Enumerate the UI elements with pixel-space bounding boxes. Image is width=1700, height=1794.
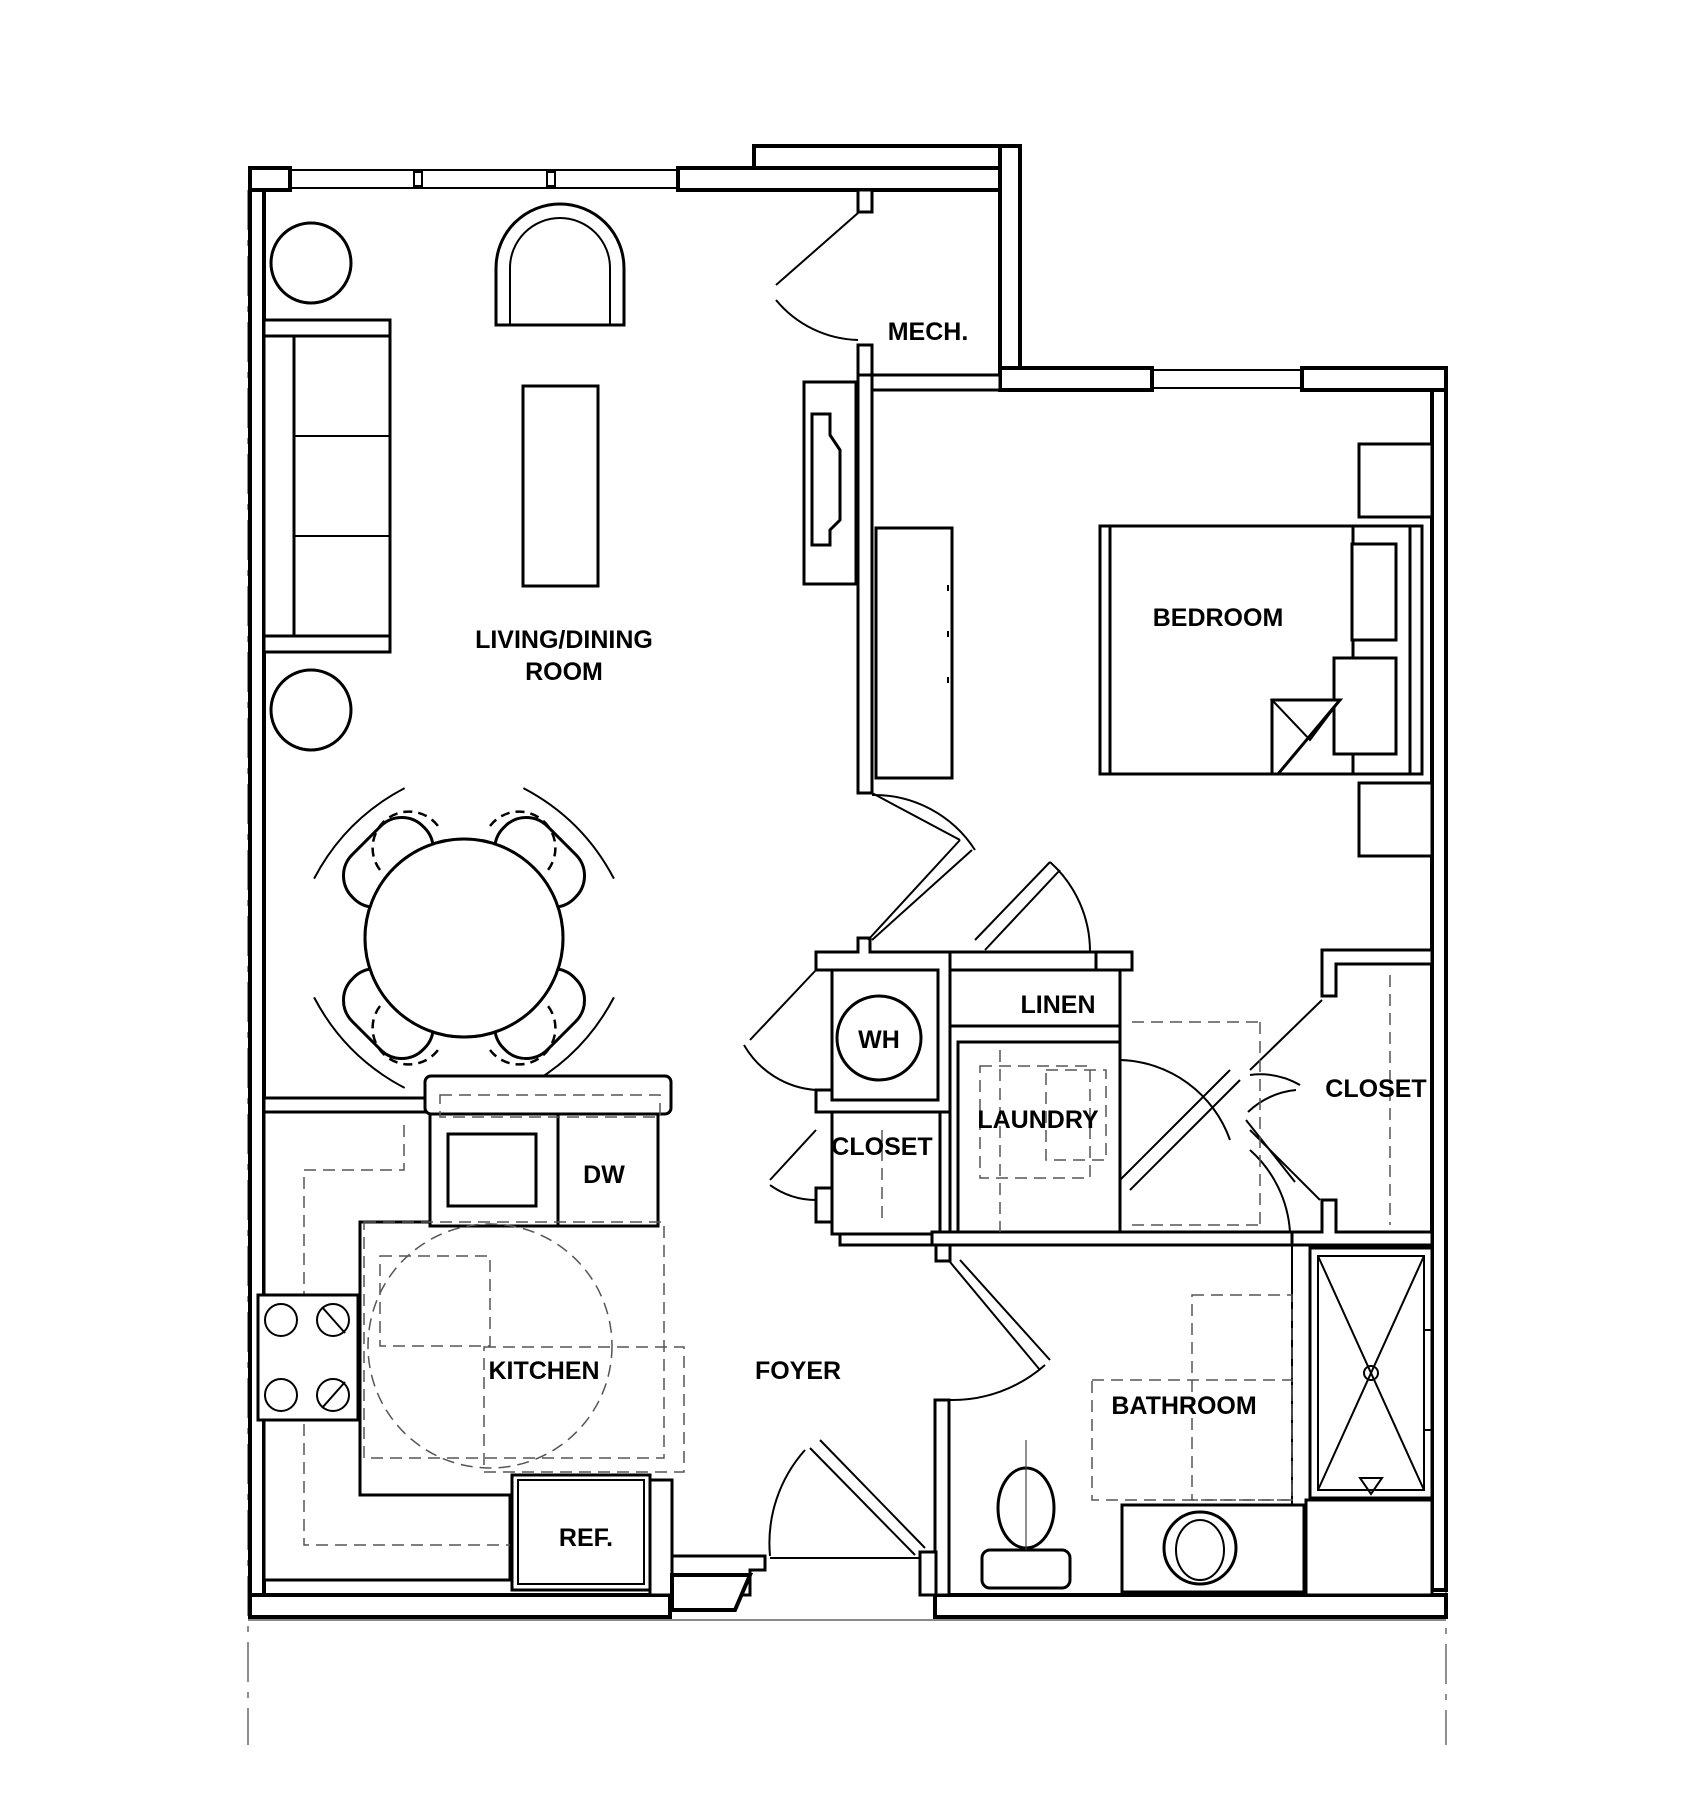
- dining-set: [313, 787, 615, 1089]
- turning-circle: [367, 1223, 613, 1469]
- water-heater: [835, 994, 923, 1082]
- label-linen: LINEN: [1021, 991, 1096, 1019]
- nightstand-top: [1357, 442, 1434, 519]
- label-wh: WH: [858, 1026, 900, 1054]
- laundry-internals: [835, 975, 1391, 1246]
- label-kitchen: KITCHEN: [488, 1357, 599, 1385]
- label-laundry: LAUNDRY: [977, 1106, 1099, 1134]
- label-dw: DW: [583, 1161, 625, 1189]
- living-furniture: [262, 202, 858, 1089]
- kitchen-fixtures: [256, 1074, 685, 1592]
- bedroom-furniture: [874, 442, 1434, 858]
- label-ref: REF.: [559, 1524, 613, 1552]
- label-closet-hall: CLOSET: [831, 1133, 932, 1161]
- dishwasher: [556, 1112, 660, 1228]
- shower: [1308, 1246, 1434, 1500]
- label-living-line2: ROOM: [525, 658, 603, 686]
- coffee-table: [521, 384, 600, 588]
- label-mech: MECH.: [888, 318, 969, 346]
- bedroom-window: [1152, 369, 1302, 389]
- room-labels: LIVING/DINING ROOM MECH. BEDROOM WH LINE…: [475, 318, 1427, 1552]
- sink: [446, 1132, 538, 1208]
- label-bathroom: BATHROOM: [1111, 1392, 1256, 1420]
- vanity: [1120, 1503, 1306, 1594]
- side-table-top: [269, 221, 353, 305]
- nightstand-bottom: [1357, 781, 1434, 858]
- toilet: [980, 1440, 1072, 1590]
- door-swings: [743, 212, 1323, 1559]
- tv-console: [802, 380, 858, 586]
- armchair: [494, 202, 626, 327]
- bathroom-fixtures: [980, 1246, 1434, 1594]
- label-foyer: FOYER: [755, 1357, 841, 1385]
- label-closet-bedroom: CLOSET: [1325, 1075, 1426, 1103]
- living-window: [290, 169, 678, 189]
- range: [256, 1293, 360, 1422]
- label-living-line1: LIVING/DINING: [475, 626, 653, 654]
- bed: [1098, 524, 1424, 776]
- sofa: [262, 318, 392, 654]
- dresser: [874, 526, 954, 780]
- refrigerator: [510, 1473, 652, 1592]
- label-bedroom: BEDROOM: [1153, 604, 1284, 632]
- exterior-walls: [248, 144, 1448, 1619]
- side-table-bottom: [269, 668, 353, 752]
